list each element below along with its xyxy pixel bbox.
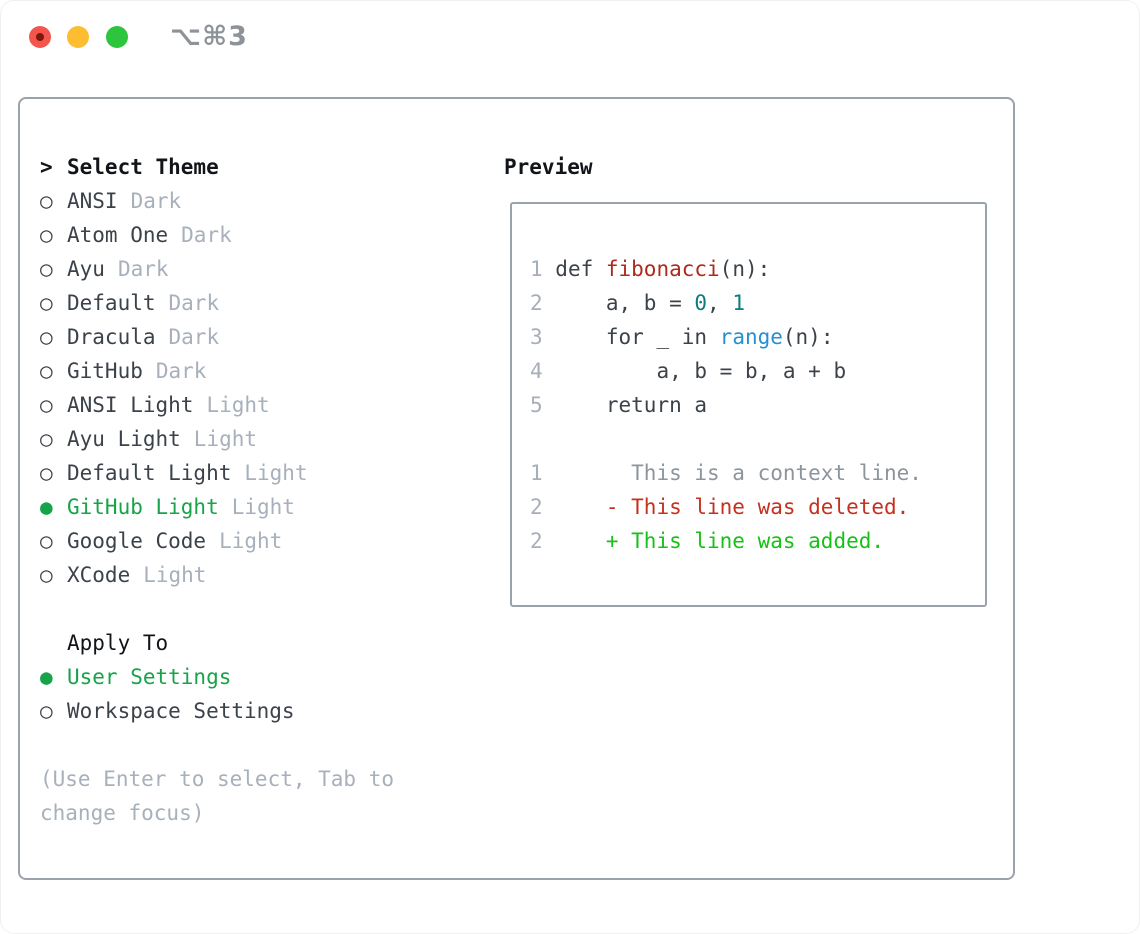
theme-variant-badge: Light (231, 495, 295, 519)
theme-option-ayu-light[interactable]: ○ Ayu Light Light (40, 422, 500, 456)
code-line: 2 a, b = 0, 1 (530, 291, 745, 315)
code-line: 5 return a (530, 393, 708, 417)
radio-unselected-icon: ○ (40, 427, 53, 451)
theme-variant-badge: Light (206, 393, 270, 417)
line-number: 5 (530, 393, 556, 417)
spacer-row (40, 592, 500, 626)
theme-name: ANSI (67, 189, 118, 213)
radio-unselected-icon: ○ (40, 393, 53, 417)
theme-variant-badge: Dark (130, 189, 182, 213)
code-preview: 1 def fibonacci(n): 2 a, b = 0, 1 3 for _ … (530, 252, 985, 422)
line-number: 1 (530, 257, 556, 281)
spacer-row (40, 728, 500, 762)
code-line: 1 def fibonacci(n): (530, 257, 771, 281)
theme-option-github-light[interactable]: ● GitHub Light Light (40, 490, 500, 524)
theme-variant-badge: Dark (168, 291, 220, 315)
close-button[interactable] (29, 26, 51, 48)
radio-unselected-icon: ○ (40, 325, 53, 349)
diff-preview: 1 This is a context line. 2 - This line w… (530, 456, 985, 558)
diff-line: 2 - This line was deleted. (530, 495, 910, 519)
theme-option-default[interactable]: ○ Default Dark (40, 286, 500, 320)
select-theme-heading-row: > Select Theme (40, 150, 500, 184)
theme-variant-badge: Dark (117, 257, 169, 281)
hint-text-line-1: (Use Enter to select, Tab to (40, 767, 395, 791)
window-title: ⌥⌘3 (170, 21, 248, 52)
theme-variant-badge: Light (193, 427, 258, 451)
line-number: 1 (530, 461, 556, 485)
radio-unselected-icon: ○ (40, 291, 53, 315)
theme-option-ayu[interactable]: ○ Ayu Dark (40, 252, 500, 286)
code-line: 4 a, b = b, a + b (530, 359, 847, 383)
radio-unselected-icon: ○ (40, 359, 53, 383)
line-number: 2 (530, 495, 556, 519)
prompt-caret-icon: > (40, 155, 53, 179)
theme-name: ANSI Light (67, 393, 194, 417)
theme-variant-badge: Light (219, 529, 283, 553)
theme-name: Ayu Light (67, 427, 181, 451)
theme-option-xcode[interactable]: ○ XCode Light (40, 558, 500, 592)
apply-option-workspace-settings[interactable]: ○ Workspace Settings (40, 694, 500, 728)
theme-variant-badge: Dark (155, 359, 207, 383)
theme-variant-badge: Dark (181, 223, 232, 247)
hint-text-line-2: change focus) (40, 801, 205, 825)
radio-unselected-icon: ○ (40, 529, 53, 553)
radio-unselected-icon: ○ (40, 189, 53, 213)
maximize-button[interactable] (106, 26, 128, 48)
radio-unselected-icon: ○ (40, 563, 53, 587)
line-number: 2 (530, 291, 556, 315)
theme-variant-badge: Light (244, 461, 308, 485)
diff-line: 1 This is a context line. (530, 461, 922, 485)
radio-unselected-icon: ○ (40, 223, 53, 247)
theme-name: GitHub Light (67, 495, 219, 519)
unsaved-indicator-dot (36, 33, 44, 41)
theme-option-ansi[interactable]: ○ ANSI Dark (40, 184, 500, 218)
line-number: 4 (530, 359, 556, 383)
theme-name: GitHub (67, 359, 143, 383)
theme-variant-badge: Light (143, 563, 207, 587)
apply-option-user-settings[interactable]: ● User Settings (40, 660, 500, 694)
radio-selected-icon: ● (40, 665, 53, 689)
theme-option-atom-one[interactable]: ○ Atom One Dark (40, 218, 500, 252)
theme-name: Google Code (67, 529, 207, 553)
theme-option-default-light[interactable]: ○ Default Light Light (40, 456, 500, 490)
radio-unselected-icon: ○ (40, 461, 53, 485)
preview-heading: Preview (504, 155, 593, 179)
apply-option-label: User Settings (67, 665, 232, 689)
theme-name: Default Light (67, 461, 232, 485)
select-theme-heading: Select Theme (67, 155, 219, 179)
theme-option-dracula[interactable]: ○ Dracula Dark (40, 320, 500, 354)
preview-column: Preview 1 def fibonacci(n): 2 a, b = 0, 1… (504, 150, 999, 607)
theme-name: XCode (67, 563, 131, 587)
apply-to-heading: Apply To (67, 631, 169, 655)
theme-name: Default (67, 291, 156, 315)
radio-unselected-icon: ○ (40, 257, 53, 281)
theme-name: Atom One (67, 223, 169, 247)
apply-option-label: Workspace Settings (67, 699, 295, 723)
preview-box: 1 def fibonacci(n): 2 a, b = 0, 1 3 for _ … (510, 202, 987, 607)
radio-unselected-icon: ○ (40, 699, 53, 723)
line-number: 2 (530, 529, 556, 553)
radio-selected-icon: ● (40, 495, 53, 519)
theme-name: Dracula (67, 325, 156, 349)
spacer-row (530, 422, 985, 456)
theme-name: Ayu (67, 257, 105, 281)
theme-option-github[interactable]: ○ GitHub Dark (40, 354, 500, 388)
theme-variant-badge: Dark (168, 325, 220, 349)
theme-option-google-code[interactable]: ○ Google Code Light (40, 524, 500, 558)
minimize-button[interactable] (67, 26, 89, 48)
line-number: 3 (530, 325, 556, 349)
diff-line: 2 + This line was added. (530, 529, 885, 553)
code-line: 3 for _ in range(n): (530, 325, 834, 349)
theme-option-ansi-light[interactable]: ○ ANSI Light Light (40, 388, 500, 422)
apply-to-list: ● User Settings ○ Workspace Settings (40, 660, 500, 728)
titlebar: ⌥⌘3 (0, 0, 1140, 74)
